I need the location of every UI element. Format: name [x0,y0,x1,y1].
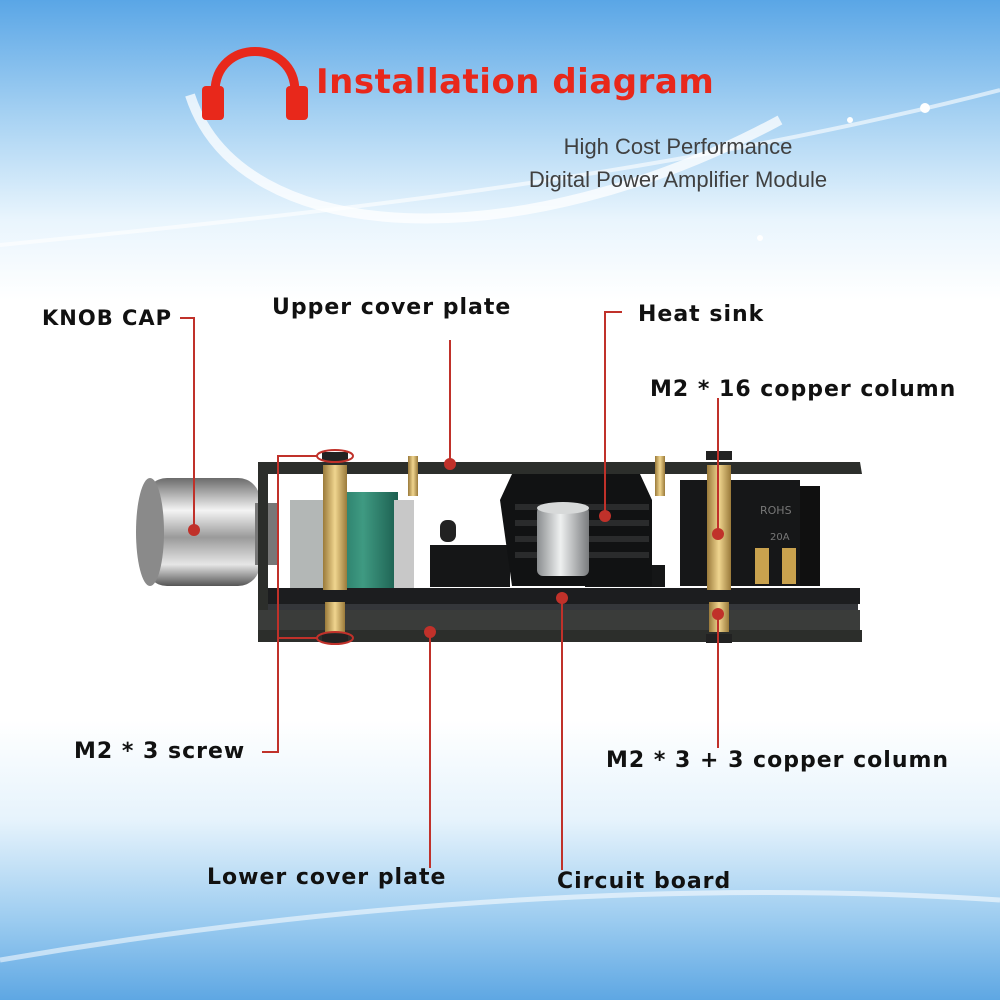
sparkle-dot [920,103,930,113]
label-heat-sink: Heat sink [638,302,765,327]
label-screw: M2 * 3 screw [74,739,246,764]
sparkle-dot [757,235,763,241]
label-copper-column-3-3: M2 * 3 + 3 copper column [606,748,950,773]
callout-dot [712,608,724,620]
leader-heat-sink [604,311,622,516]
callout-dot [712,528,724,540]
swoosh-top [185,93,783,224]
swoosh-bottom [0,890,1000,963]
label-knob-cap: KNOB CAP [42,306,173,330]
sparkle-dot [847,117,853,123]
potentiometer [290,492,414,588]
capacitor [537,502,589,576]
callout-dot [424,626,436,638]
diagram-title: Installation diagram [316,62,715,102]
leader-screw [262,455,318,753]
swoosh-top-2 [0,88,1000,247]
label-copper-column-16: M2 * 16 copper column [650,377,957,402]
callout-dot [188,524,200,536]
subtitle-line-1: High Cost Performance [563,134,793,159]
jack-marking: ROHS [760,504,792,517]
leader-knob-cap [180,317,195,530]
callout-dot [556,592,568,604]
callout-dot [599,510,611,522]
label-upper-cover-plate: Upper cover plate [272,295,512,320]
copper-column-mid [408,456,665,496]
copper-column-left [323,465,347,632]
label-lower-cover-plate: Lower cover plate [207,865,447,890]
jack-code: 20A [770,532,790,543]
callout-dot [444,458,456,470]
diagram-subtitle: High Cost Performance Digital Power Ampl… [498,130,858,196]
label-circuit-board: Circuit board [557,869,732,894]
audio-jack: ROHS 20A [680,480,820,586]
subtitle-line-2: Digital Power Amplifier Module [528,167,828,192]
